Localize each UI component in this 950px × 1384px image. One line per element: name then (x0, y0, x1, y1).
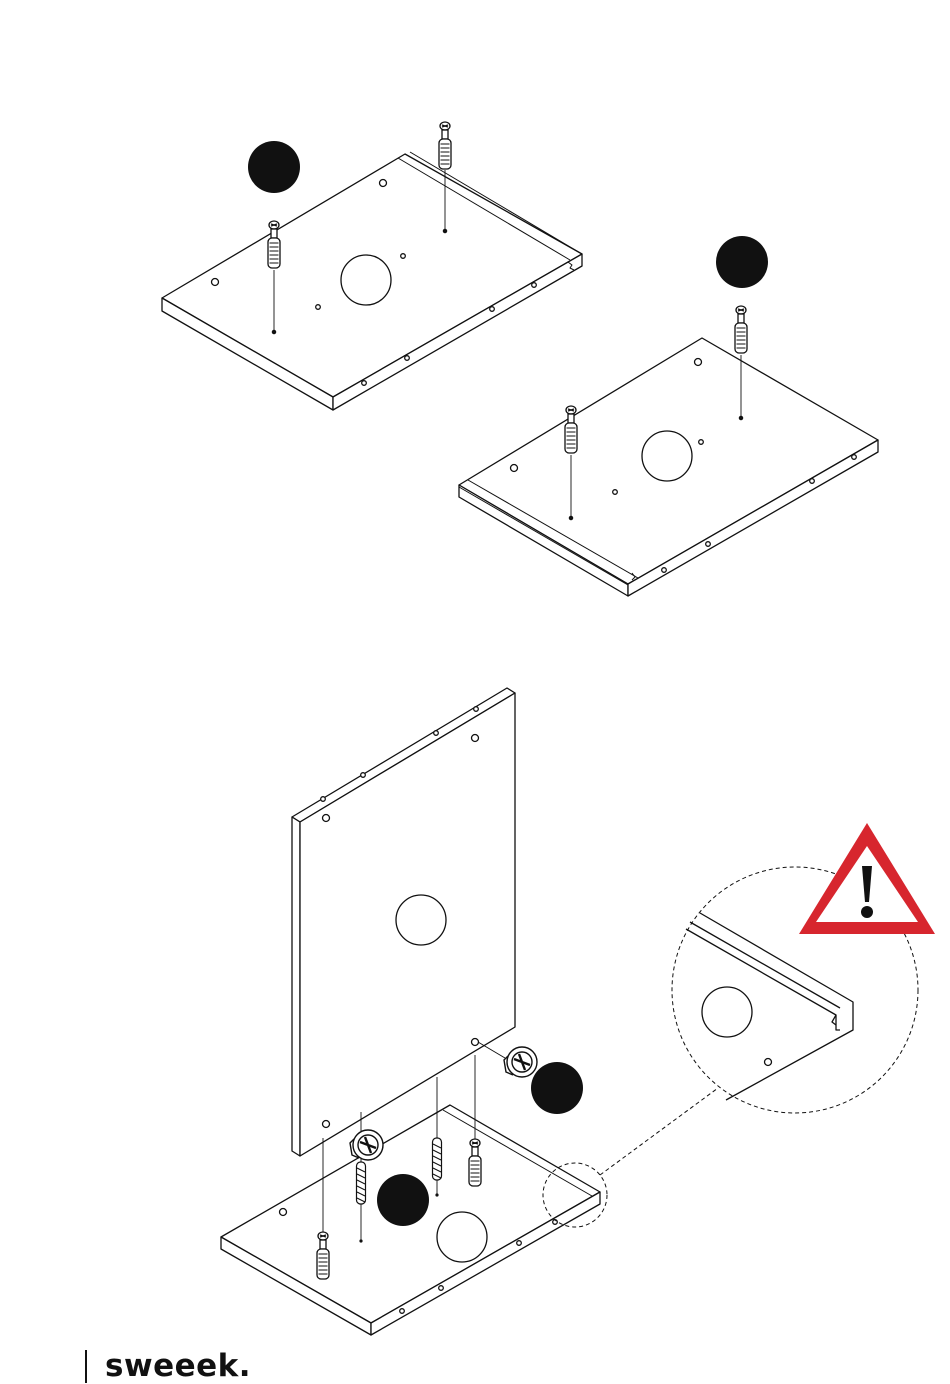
brand-logo: sweeek. (105, 1350, 251, 1383)
cam-bolt-icon (565, 406, 577, 453)
panel-b (459, 338, 878, 596)
cam-lock-icon (504, 1047, 537, 1077)
step-marker-c (531, 1062, 583, 1114)
side-panel (292, 688, 515, 1156)
cam-bolt-icon (268, 221, 280, 268)
cam-bolt-icon (439, 122, 451, 169)
dowel-icon (433, 1138, 442, 1180)
panel-a (162, 152, 582, 410)
step-marker-b (716, 236, 768, 288)
step-marker-a (248, 141, 300, 193)
brand: sweeek. (85, 1350, 251, 1383)
cam-lock-icon (350, 1130, 383, 1160)
dowel-icon (357, 1162, 366, 1204)
cam-bolt-icon (469, 1139, 481, 1186)
cam-bolt-icon (735, 306, 747, 353)
brand-divider (85, 1350, 87, 1383)
cam-bolt-icon (317, 1232, 329, 1279)
step-marker-d (377, 1174, 429, 1226)
